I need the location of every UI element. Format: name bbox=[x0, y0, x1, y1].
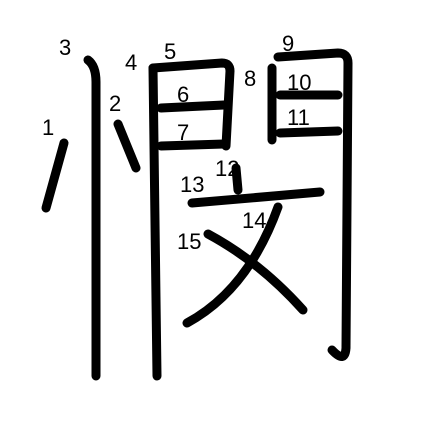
stroke-number-1: 1 bbox=[42, 115, 54, 140]
stroke-3 bbox=[83, 55, 101, 381]
stroke-number-10: 10 bbox=[287, 70, 311, 95]
stroke-number-2: 2 bbox=[109, 91, 121, 116]
stroke-number-14: 14 bbox=[242, 208, 266, 233]
stroke-7 bbox=[156, 139, 229, 151]
stroke-4 bbox=[148, 63, 162, 381]
stroke-number-11: 11 bbox=[287, 105, 310, 130]
stroke-number-8: 8 bbox=[244, 66, 256, 91]
stroke-15 bbox=[203, 229, 308, 315]
stroke-12 bbox=[231, 163, 243, 195]
stroke-number-5: 5 bbox=[164, 39, 176, 64]
stroke-number-13: 13 bbox=[180, 172, 204, 197]
stroke-5 bbox=[148, 58, 235, 151]
stroke-13 bbox=[187, 187, 325, 208]
stroke-number-7: 7 bbox=[177, 120, 189, 145]
stroke-6 bbox=[156, 100, 229, 113]
stroke-number-9: 9 bbox=[282, 31, 294, 56]
stroke-14 bbox=[182, 202, 283, 328]
stroke-number-12: 12 bbox=[215, 156, 239, 181]
stroke-number-6: 6 bbox=[177, 82, 189, 107]
stroke-9 bbox=[273, 48, 353, 361]
stroke-1 bbox=[41, 138, 69, 213]
stroke-11 bbox=[275, 126, 343, 138]
stroke-number-3: 3 bbox=[59, 35, 71, 60]
stroke-number-15: 15 bbox=[177, 229, 201, 254]
stroke-2 bbox=[113, 119, 141, 173]
stroke-number-4: 4 bbox=[125, 50, 137, 75]
